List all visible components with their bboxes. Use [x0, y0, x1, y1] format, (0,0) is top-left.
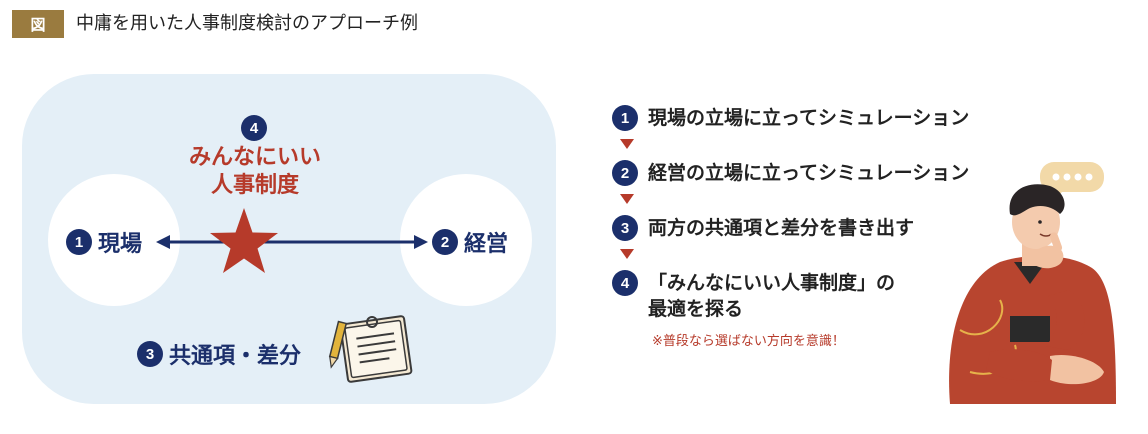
genba-label: 現場	[98, 232, 143, 257]
pencil-icon	[328, 320, 348, 369]
step-2-number: 2	[612, 160, 638, 186]
keiei-label: 経営	[464, 232, 509, 257]
step-1: 1 現場の立場に立ってシミュレーション	[612, 105, 969, 131]
keiei-node: 2 経営	[432, 226, 508, 258]
common-diff-label: 共通項・差分	[169, 344, 302, 369]
step-4: 4 「みんなにいい人事制度」の 最適を探る	[612, 270, 895, 322]
arrow-left-head	[156, 235, 170, 249]
genba-node: 1 現場	[66, 226, 142, 258]
common-diff-number-badge: 3	[137, 341, 163, 367]
common-diff-node: 3 共通項・差分	[137, 338, 301, 370]
step-4-text-line1: 「みんなにいい人事制度」の	[648, 272, 896, 294]
step-4-number: 4	[612, 270, 638, 296]
figure-badge: 図	[12, 10, 64, 38]
step-3-number: 3	[612, 215, 638, 241]
thinking-person-illustration	[949, 162, 1116, 404]
figure-title: 中庸を用いた人事制度検討のアプローチ例	[76, 13, 418, 34]
step-4-number-badge: 4	[241, 115, 267, 141]
keiei-number-badge: 2	[432, 229, 458, 255]
step-4-note: ※普段なら選ばない方向を意識！	[652, 334, 845, 349]
step-3: 3 両方の共通項と差分を書き出す	[612, 215, 914, 241]
step-4-text-line2: 最適を探る	[648, 298, 744, 320]
step-1-number: 1	[612, 105, 638, 131]
speech-bubble-icon	[1040, 162, 1104, 200]
ideal-label-line2: 人事制度	[210, 173, 299, 198]
ideal-hr-system-label: みんなにいい 人事制度	[170, 144, 340, 200]
genba-number-badge: 1	[66, 229, 92, 255]
arrow-right-head	[414, 235, 428, 249]
step-1-text: 現場の立場に立ってシミュレーション	[648, 107, 970, 129]
step-2-text: 経営の立場に立ってシミュレーション	[648, 162, 970, 184]
step-3-text: 両方の共通項と差分を書き出す	[648, 217, 915, 239]
step-arrow-2	[620, 194, 634, 204]
star-icon	[210, 208, 278, 273]
step-arrow-3	[620, 249, 634, 259]
notepad-icon	[339, 315, 413, 383]
step-arrow-1	[620, 139, 634, 149]
ideal-label-line1: みんなにいい	[188, 145, 321, 170]
step-2: 2 経営の立場に立ってシミュレーション	[612, 160, 969, 186]
